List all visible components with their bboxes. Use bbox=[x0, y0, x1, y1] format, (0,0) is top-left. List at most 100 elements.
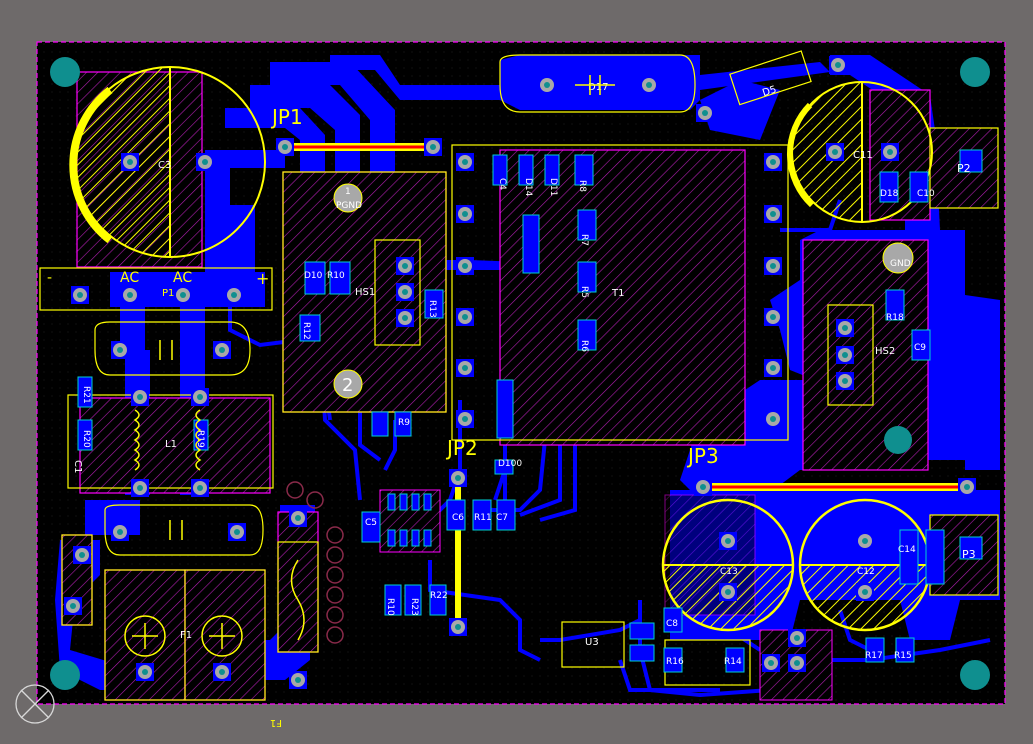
smd-footprint[interactable] bbox=[544, 154, 560, 186]
r6-label: R6 bbox=[579, 340, 589, 352]
smd-footprint[interactable] bbox=[663, 607, 683, 633]
p3-label: P3 bbox=[962, 548, 976, 561]
smd-footprint[interactable] bbox=[424, 289, 444, 319]
smd-footprint[interactable] bbox=[299, 314, 321, 342]
smd-ref-labels: R8 R7 R5 R6 C4 D14 D11 R21 R20 R19 R12 R… bbox=[81, 178, 935, 667]
c10-label: C10 bbox=[917, 189, 935, 199]
ic-pin[interactable] bbox=[387, 493, 396, 511]
ic-pin[interactable] bbox=[423, 493, 432, 511]
smd-footprint[interactable] bbox=[663, 647, 683, 673]
c1-label: C1 bbox=[72, 460, 83, 473]
d5-label: D5 bbox=[761, 84, 778, 99]
smd-footprint[interactable] bbox=[518, 154, 534, 186]
ic-pin[interactable] bbox=[423, 529, 432, 547]
ic-pin[interactable] bbox=[399, 529, 408, 547]
smd-footprint[interactable] bbox=[394, 411, 412, 437]
u3-label: U3 bbox=[585, 637, 599, 648]
r21-label: R21 bbox=[81, 386, 91, 404]
smd-footprint[interactable] bbox=[77, 376, 93, 408]
r10-label: R10 bbox=[327, 271, 345, 281]
smd-footprint[interactable] bbox=[959, 536, 983, 560]
r11-label: R11 bbox=[474, 513, 492, 523]
smd-footprint[interactable] bbox=[496, 499, 516, 531]
c12-label: C12 bbox=[857, 567, 875, 577]
d11-label: D11 bbox=[548, 178, 558, 196]
ic-pin[interactable] bbox=[411, 493, 420, 511]
d14-label: D14 bbox=[523, 178, 533, 197]
l1-label: L1 bbox=[165, 439, 177, 450]
smd-footprint[interactable] bbox=[384, 584, 402, 616]
ic-pin[interactable] bbox=[411, 529, 420, 547]
jp3-label: JP3 bbox=[686, 444, 719, 468]
smd-footprint[interactable] bbox=[899, 529, 919, 585]
smd-footprint[interactable] bbox=[725, 647, 745, 673]
smd-footprint[interactable] bbox=[492, 154, 508, 186]
r14-label: R14 bbox=[724, 657, 742, 667]
smd-footprint[interactable] bbox=[304, 261, 326, 295]
origin-marker bbox=[15, 684, 55, 724]
c5-label: C5 bbox=[365, 518, 377, 528]
fuse-coil bbox=[286, 481, 344, 644]
smd-footprint[interactable] bbox=[865, 637, 885, 663]
smd-footprint[interactable] bbox=[925, 529, 945, 585]
c6-label: C6 bbox=[452, 513, 464, 523]
symbols bbox=[124, 75, 615, 657]
r19-label: R19 bbox=[195, 430, 205, 448]
smd-footprint[interactable] bbox=[371, 411, 389, 437]
keepout-line bbox=[36, 41, 1006, 705]
t1-label: T1 bbox=[611, 288, 624, 299]
c9-label: C9 bbox=[914, 343, 926, 353]
smd-footprint[interactable] bbox=[446, 499, 466, 531]
d10-label: D10 bbox=[304, 271, 323, 281]
smd-footprint[interactable] bbox=[629, 644, 655, 662]
smd-footprint[interactable] bbox=[577, 319, 597, 351]
c11-label: C11 bbox=[853, 150, 873, 161]
smd-footprint[interactable] bbox=[496, 379, 514, 439]
smd-footprint[interactable] bbox=[885, 289, 905, 321]
hs2-label: HS2 bbox=[875, 346, 895, 357]
r7-label: R7 bbox=[579, 234, 589, 246]
mounting-holes bbox=[50, 57, 990, 690]
heatsink-pads bbox=[333, 183, 914, 399]
pin2-label: 2 bbox=[342, 375, 353, 396]
r16-label: R16 bbox=[666, 657, 684, 667]
silkscreen bbox=[39, 50, 999, 701]
smd-footprint[interactable] bbox=[879, 171, 899, 203]
smd-footprint[interactable] bbox=[959, 149, 983, 173]
th-pads[interactable] bbox=[64, 56, 976, 689]
smd-footprint[interactable] bbox=[574, 154, 594, 186]
d18-label: D18 bbox=[880, 189, 899, 199]
c13-label: C13 bbox=[720, 567, 738, 577]
smd-pads[interactable] bbox=[77, 149, 983, 673]
smd-footprint[interactable] bbox=[911, 329, 931, 361]
jp2-label: JP2 bbox=[445, 436, 478, 460]
smd-footprint[interactable] bbox=[329, 261, 351, 295]
r13-label: R13 bbox=[427, 300, 437, 318]
smd-footprint[interactable] bbox=[577, 261, 597, 293]
c4-label: C4 bbox=[497, 178, 507, 190]
r5-label: R5 bbox=[579, 286, 589, 298]
smd-footprint[interactable] bbox=[429, 584, 447, 616]
smd-footprint[interactable] bbox=[522, 214, 540, 274]
smd-footprint[interactable] bbox=[494, 459, 514, 475]
ic-pin[interactable] bbox=[399, 493, 408, 511]
jp1-label: JP1 bbox=[270, 105, 303, 129]
smd-footprint[interactable] bbox=[472, 499, 492, 531]
p1-label: P1 bbox=[162, 288, 174, 299]
silk-labels: JP1 JP2 JP3 - AC AC + P1 P2 P3 T1 L1 F1 … bbox=[47, 82, 976, 728]
smd-footprint[interactable] bbox=[361, 511, 381, 543]
gnd-label: GND bbox=[890, 259, 911, 269]
ic-pin[interactable] bbox=[387, 529, 396, 547]
r8-label: R8 bbox=[577, 180, 587, 192]
smd-footprint[interactable] bbox=[77, 419, 93, 451]
smd-footprint[interactable] bbox=[909, 171, 929, 203]
smd-footprint[interactable] bbox=[577, 209, 597, 241]
smd-footprint[interactable] bbox=[404, 584, 422, 616]
r12-label: R12 bbox=[301, 322, 311, 340]
smd-footprint[interactable] bbox=[629, 622, 655, 640]
r17-label: R17 bbox=[865, 651, 883, 661]
r23-label: R23 bbox=[409, 598, 419, 616]
smd-footprint[interactable] bbox=[895, 637, 915, 663]
